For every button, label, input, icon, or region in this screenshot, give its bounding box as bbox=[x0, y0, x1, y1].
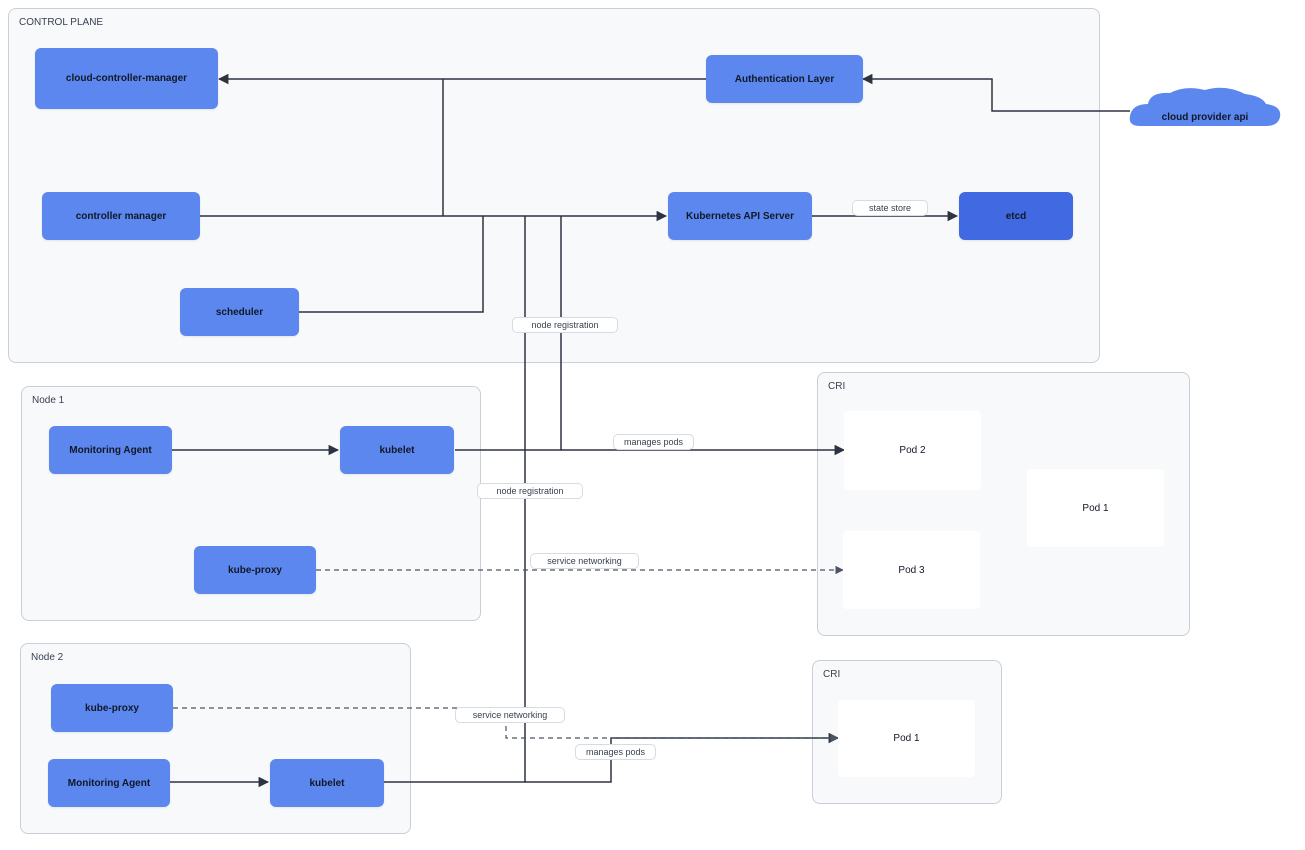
n1-monitoring-agent-node[interactable]: Monitoring Agent bbox=[49, 426, 172, 474]
cri2-pod1[interactable]: Pod 1 bbox=[838, 700, 975, 777]
n2-kubelet-node[interactable]: kubelet bbox=[270, 759, 384, 807]
edge-n2-kubeproxy-pod1 bbox=[173, 707, 839, 743]
cri2-label: CRI bbox=[823, 669, 841, 680]
cri1-pod3[interactable]: Pod 3 bbox=[843, 531, 980, 609]
edge-label-service-networking-1: service networking bbox=[530, 553, 639, 569]
cri1-pod2[interactable]: Pod 2 bbox=[844, 411, 981, 490]
edge-cloudapi-auth bbox=[861, 73, 1130, 112]
etcd-node[interactable]: etcd bbox=[959, 192, 1073, 240]
controller-manager-node[interactable]: controller manager bbox=[42, 192, 200, 240]
edge-label-node-registration-2: node registration bbox=[477, 483, 583, 499]
edge-n2-kubelet-pod1 bbox=[525, 732, 840, 783]
cloud-controller-manager-node[interactable]: cloud-controller-manager bbox=[35, 48, 218, 109]
node1-label: Node 1 bbox=[32, 395, 65, 406]
edge-label-manages-pods-1: manages pods bbox=[613, 434, 694, 450]
edge-scheduler-api bbox=[299, 216, 484, 313]
edge-label-service-networking-2: service networking bbox=[455, 707, 565, 723]
cri1-pod1[interactable]: Pod 1 bbox=[1027, 469, 1164, 547]
cri1-label: CRI bbox=[828, 381, 846, 392]
edge-label-node-registration-1: node registration bbox=[512, 317, 618, 333]
edge-label-manages-pods-2: manages pods bbox=[575, 744, 656, 760]
scheduler-node[interactable]: scheduler bbox=[180, 288, 299, 336]
edge-label-state-store: state store bbox=[852, 200, 928, 216]
n1-kubelet-node[interactable]: kubelet bbox=[340, 426, 454, 474]
edge-n1-kubelet-registration bbox=[455, 216, 562, 451]
edge-n2-kubelet-registration bbox=[384, 216, 526, 783]
control-plane-label: CONTROL PLANE bbox=[19, 17, 104, 28]
n2-kube-proxy-node[interactable]: kube-proxy bbox=[51, 684, 173, 732]
n2-monitoring-agent-node[interactable]: Monitoring Agent bbox=[48, 759, 170, 807]
cloud-provider-api[interactable]: cloud provider api bbox=[1161, 111, 1249, 123]
cloud-shape bbox=[1129, 87, 1281, 126]
node2-label: Node 2 bbox=[31, 652, 64, 663]
kubernetes-api-server-node[interactable]: Kubernetes API Server bbox=[668, 192, 812, 240]
n1-kube-proxy-node[interactable]: kube-proxy bbox=[194, 546, 316, 594]
authentication-layer-node[interactable]: Authentication Layer bbox=[706, 55, 863, 103]
